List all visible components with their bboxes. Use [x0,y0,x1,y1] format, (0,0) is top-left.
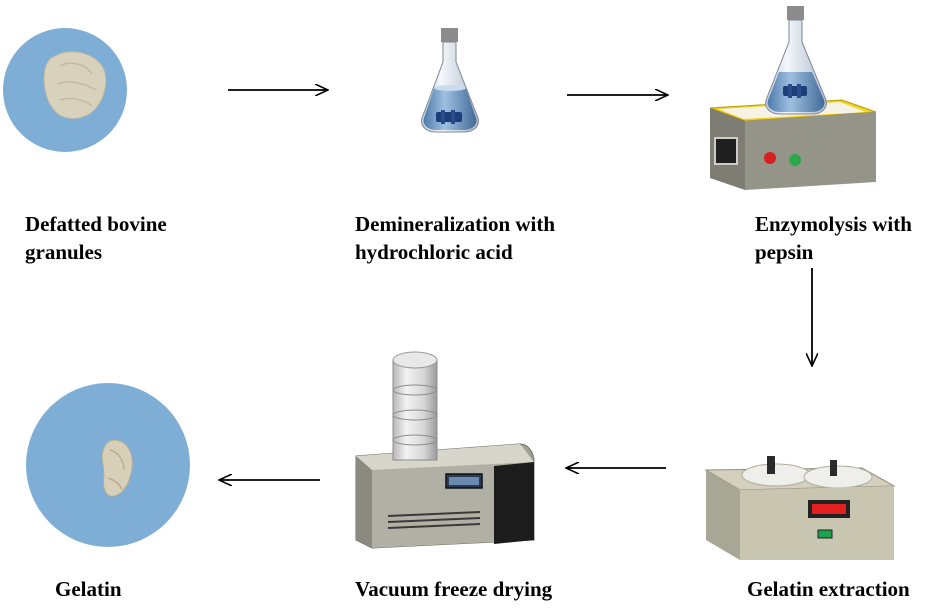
freeze-dryer-icon [355,351,535,549]
step-label-line: Gelatin [55,577,122,601]
step-label-line: Defatted bovine [25,212,167,236]
step-label-demineralization: Demineralization with hydrochloric acid [355,210,555,266]
step-label-gelatin: Gelatin [55,575,122,603]
flask-icon [421,28,479,133]
flask-on-hotplate-icon [765,6,827,115]
step-label-line: Gelatin extraction [747,577,910,601]
step-label-line: Vacuum freeze drying [355,577,553,601]
step-label-line: Enzymolysis with [755,212,912,236]
vent-slots [387,511,481,529]
step-label-defatted-granules: Defatted bovine granules [25,210,167,266]
dish-defatted-granules [3,28,127,152]
step-label-vacuum-freeze-drying: Vacuum freeze drying [355,575,552,603]
step-label-line: granules [25,240,103,264]
hotplate-stirrer-icon [709,99,877,190]
step-label-line: pepsin [755,240,814,264]
step-label-enzymolysis: Enzymolysis with pepsin [755,210,912,266]
dish-gelatin [26,383,190,547]
step-label-line: hydrochloric acid [355,240,513,264]
step-label-line: Demineralization with [355,212,556,236]
step-label-gelatin-extraction: Gelatin extraction [747,575,910,603]
water-bath-icon [704,456,896,560]
